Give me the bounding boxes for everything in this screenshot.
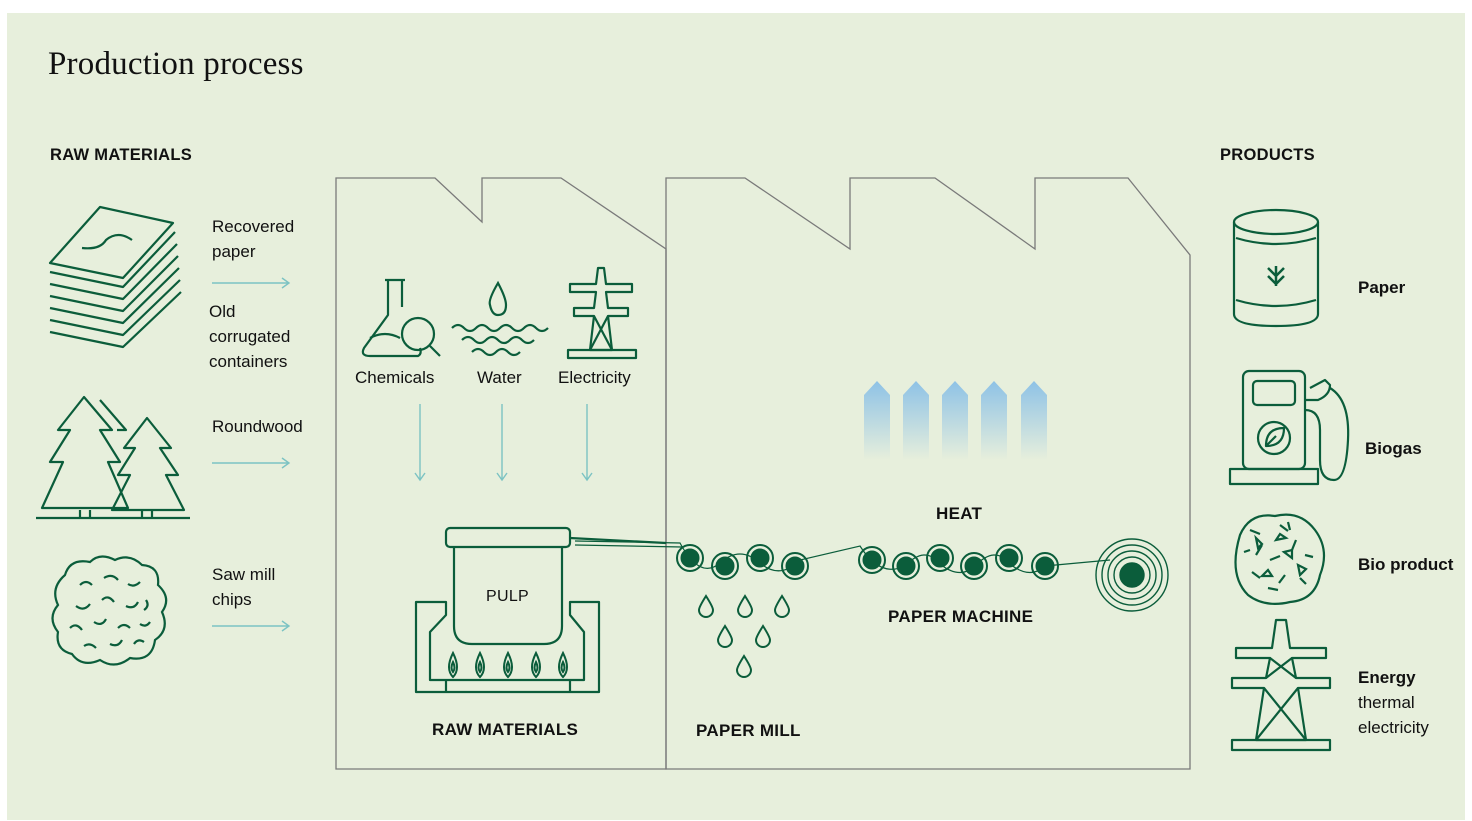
heat-label: HEAT [936, 504, 983, 523]
electricity-label: Electricity [558, 368, 631, 387]
paper-mill-caption: PAPER MILL [696, 721, 801, 740]
paper-stack-icon [48, 205, 182, 349]
water-icon [451, 280, 549, 357]
bio-product-label: Bio product [1358, 555, 1454, 574]
paper-product-label: Paper [1358, 278, 1406, 297]
chemicals-label: Chemicals [355, 368, 435, 387]
page-title: Production process [48, 46, 304, 82]
wood-chips-icon [51, 555, 168, 666]
energy-pylon-icon [1230, 618, 1332, 752]
paper-machine-label: PAPER MACHINE [888, 607, 1034, 626]
products-heading: PRODUCTS [1220, 146, 1315, 164]
saw-mill-chips-label: Saw mill chips [212, 565, 276, 609]
trees-icon [36, 395, 190, 520]
paper-web [574, 540, 1111, 574]
energy-thermal-label: thermal [1358, 693, 1415, 712]
paper-roll-icon [1232, 208, 1320, 328]
raw-material-arrows [212, 277, 291, 632]
water-drops [697, 594, 791, 678]
raw-materials-caption: RAW MATERIALS [432, 720, 579, 739]
energy-product-label: Energy [1358, 668, 1416, 687]
paper-reel [1095, 538, 1169, 612]
diagram-background [7, 13, 1465, 820]
biogas-pump-icon [1228, 369, 1350, 486]
pulp-label: PULP [486, 588, 529, 605]
factory-outline [335, 177, 1191, 770]
energy-electricity-label: electricity [1358, 718, 1429, 737]
recovered-paper-label: Recovered paper [212, 217, 295, 261]
paper-machine-rollers [676, 544, 1059, 580]
biogas-product-label: Biogas [1365, 439, 1422, 458]
flame-icons [448, 650, 568, 679]
heat-arrows [864, 381, 1047, 460]
electricity-pylon-icon [566, 266, 638, 360]
chemicals-icon [361, 278, 441, 358]
pulp-vessel [414, 526, 667, 694]
raw-materials-heading: RAW MATERIALS [50, 146, 192, 164]
roundwood-label: Roundwood [212, 417, 303, 436]
bio-product-icon [1234, 513, 1326, 605]
water-label: Water [477, 368, 522, 387]
input-arrows [414, 404, 593, 482]
old-corrugated-label: Old corrugated containers [209, 302, 291, 371]
